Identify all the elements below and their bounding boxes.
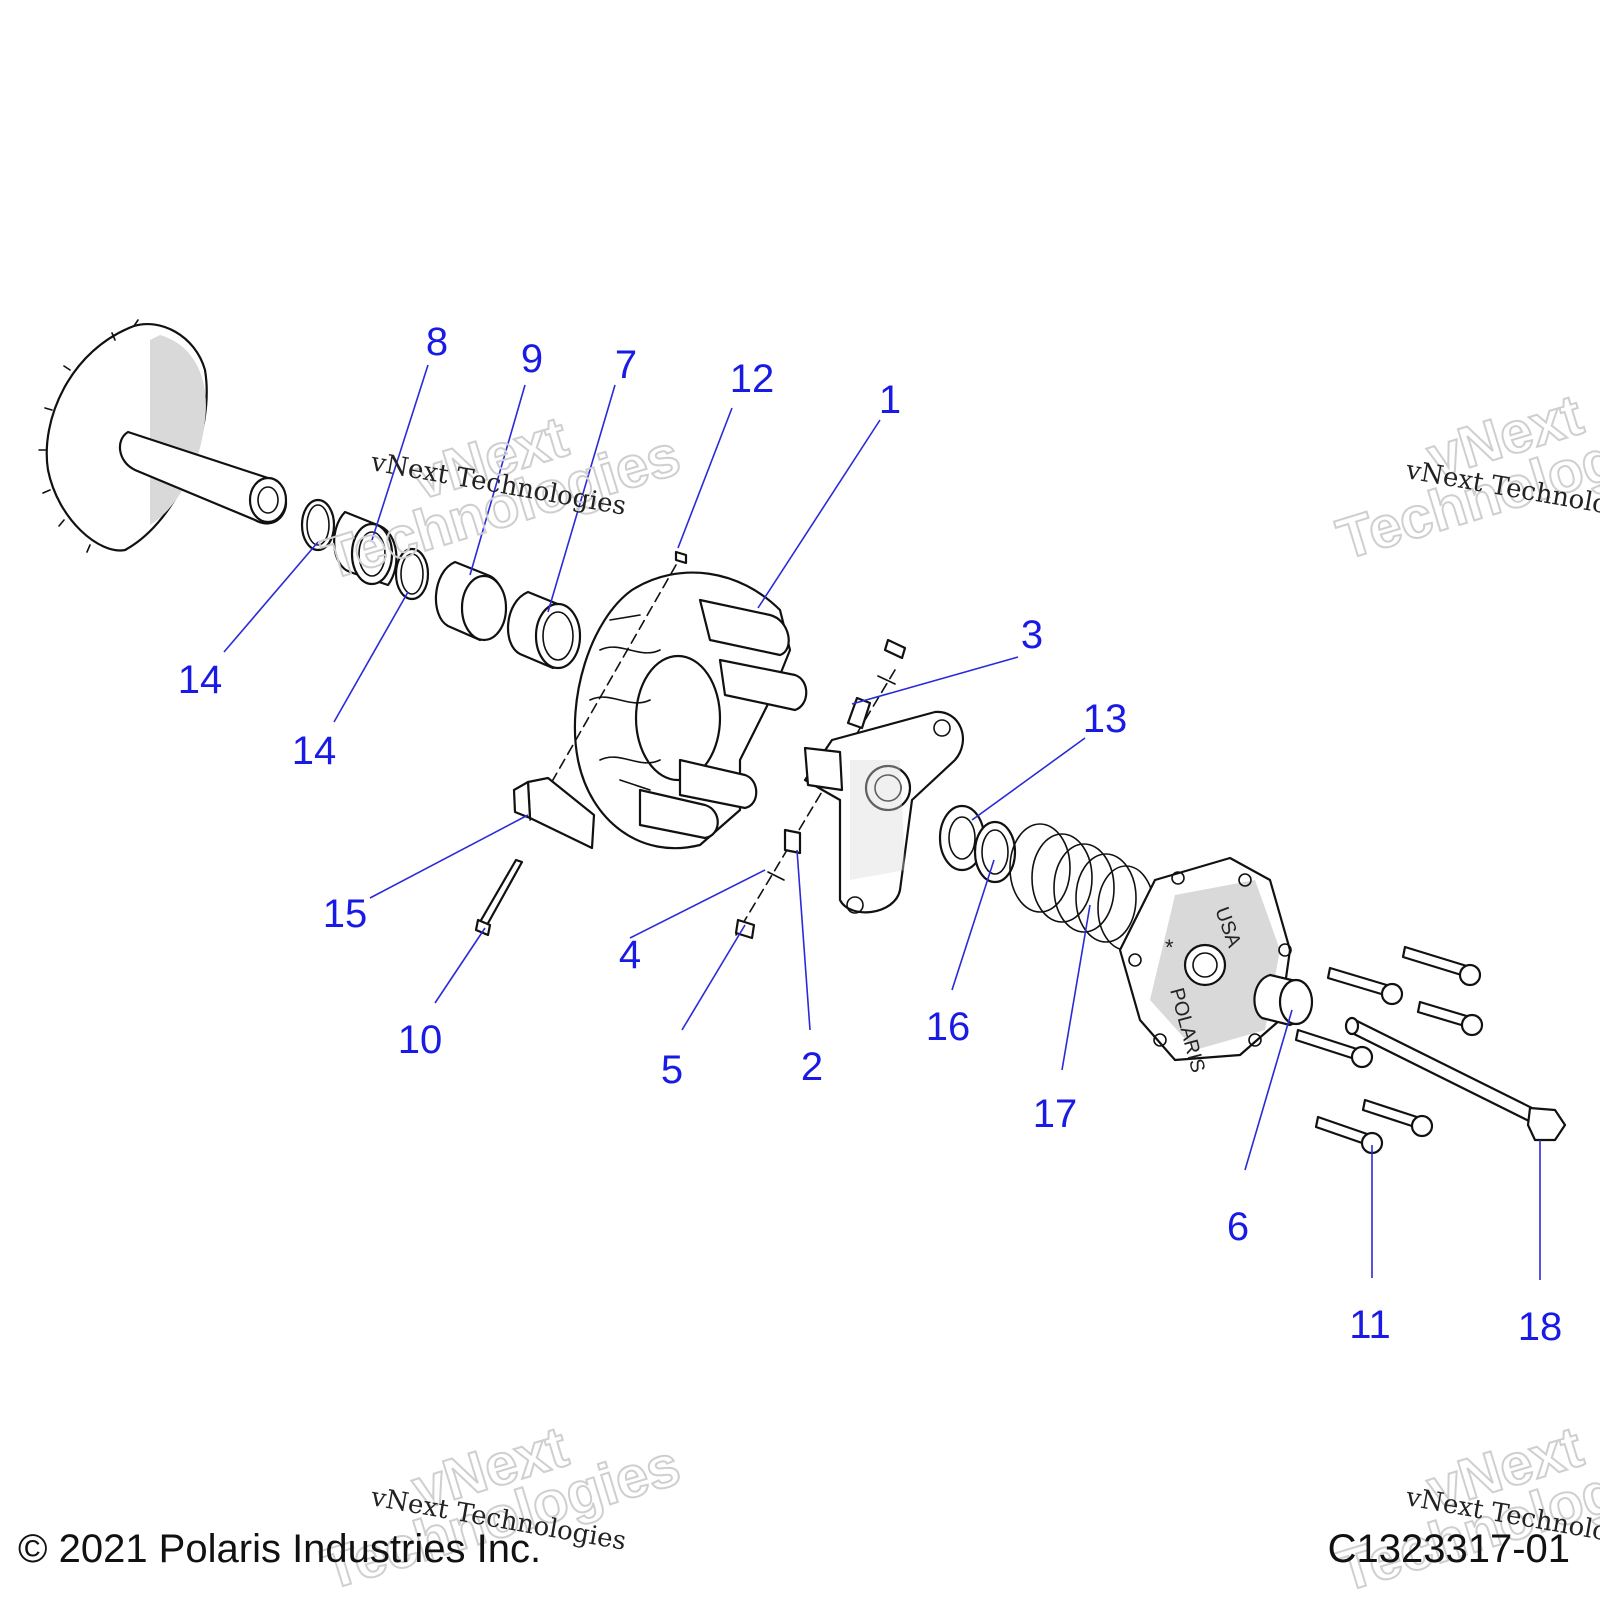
callout-15: 15 [323,892,368,936]
pivot-pin-part [474,858,524,937]
snap-ring-part-b [394,547,430,601]
spring-part [1009,823,1155,951]
callout-2: 2 [801,1045,823,1089]
roller-assembly-parts [734,638,907,940]
bushing-part [333,510,398,587]
callout-5: 5 [661,1048,683,1092]
spacer-part [434,560,508,642]
washer-part [973,820,1017,884]
snap-ring-part-a [300,498,336,552]
callout-6: 6 [1227,1205,1249,1249]
watermark-bottom-right: vNext Technologies vNext Technologies [1329,1413,1600,1600]
cover-bolts-part [1294,945,1484,1155]
cover-bushing-part [1253,973,1314,1027]
cover-plate-part: USA POLARIS * [1118,856,1292,1075]
watermark-bottom-left: vNext Technologies vNext Technologies [314,1413,688,1600]
callout-7: 7 [615,343,637,387]
callout-labels: 8 9 7 12 1 3 13 14 14 15 4 16 17 10 5 2 … [178,320,1563,1349]
shift-weight-part [512,776,596,850]
callout-17: 17 [1033,1092,1078,1136]
callout-14-a: 14 [178,658,223,702]
watermark-top-right: vNext Technologies vNext Technologies [1329,381,1600,573]
callout-11: 11 [1349,1303,1391,1347]
callout-9: 9 [521,337,543,381]
leader-lines [223,364,1541,1280]
callout-3: 3 [1021,613,1043,657]
callout-18: 18 [1518,1305,1563,1349]
callout-14-b: 14 [292,729,337,773]
roller-pin-part [529,550,688,821]
long-bolt-part [1344,1016,1567,1142]
callout-10: 10 [398,1018,443,1062]
callout-4: 4 [619,933,641,977]
callout-12: 12 [730,357,775,401]
roller-arm-hub-part [803,710,964,914]
callout-13: 13 [1083,697,1128,741]
callout-16: 16 [926,1005,971,1049]
spider-housing-part [573,571,808,850]
diagram-code: C1323317-01 [1327,1527,1570,1571]
callout-8: 8 [426,320,448,364]
copyright-text: © 2021 Polaris Industries Inc. [18,1527,542,1571]
callout-1: 1 [879,378,901,422]
sheave-shaft-part [38,319,288,553]
bushing-part-large [507,590,582,670]
plate-star: * [1165,935,1174,960]
watermark-top-left: vNext Technologies vNext Technologies [314,403,688,593]
